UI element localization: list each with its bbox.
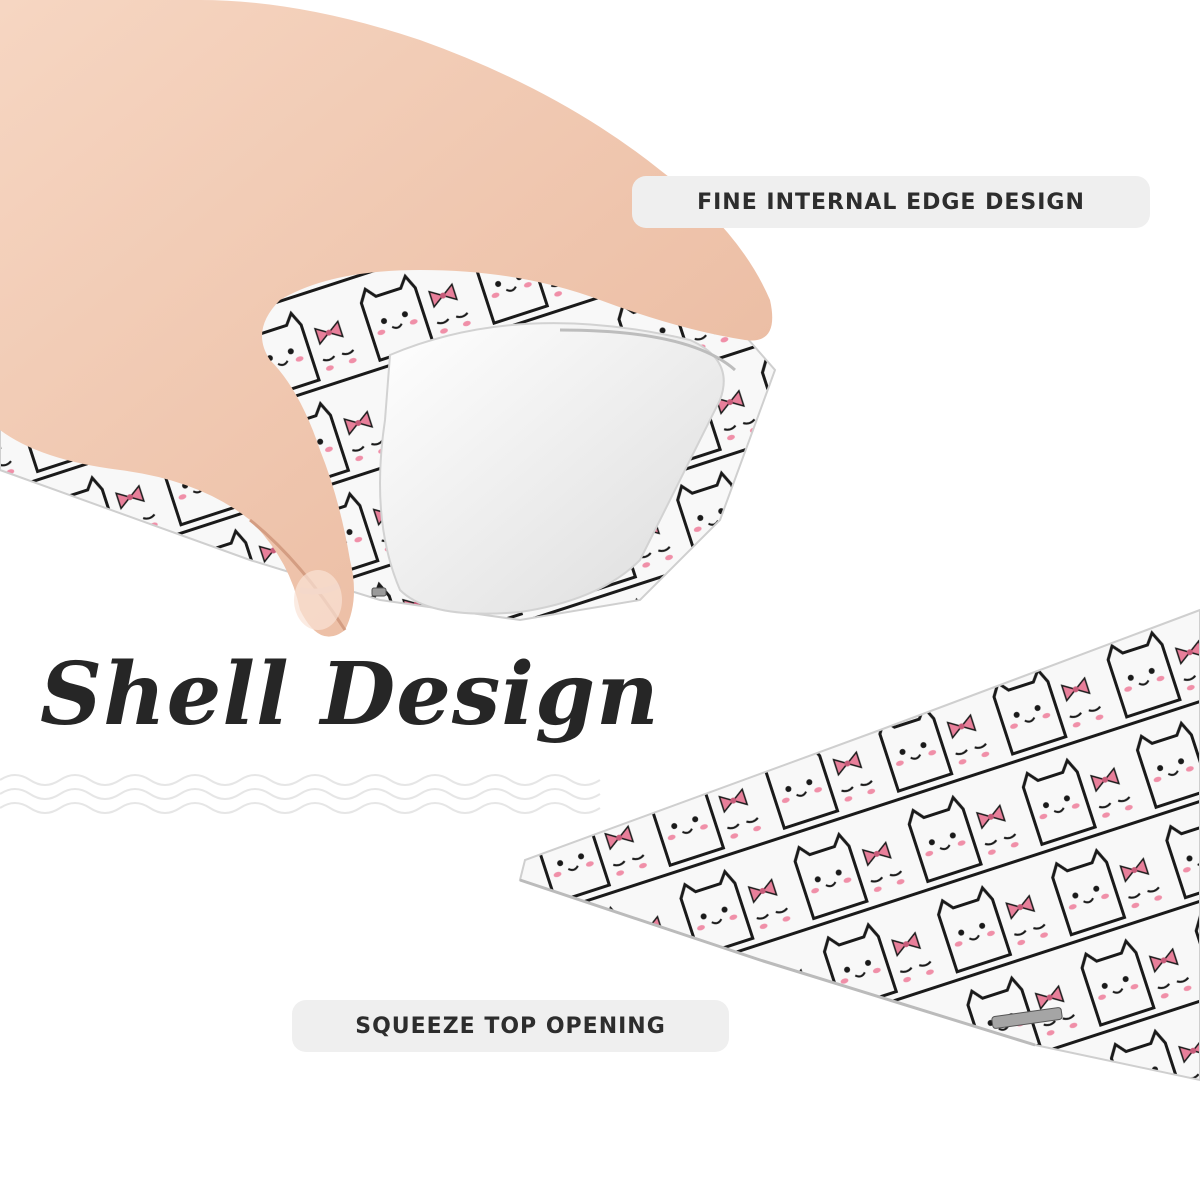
headline: Shell Design xyxy=(40,644,660,745)
callout-bottom: SQUEEZE TOP OPENING xyxy=(292,1000,729,1052)
callout-top-label: FINE INTERNAL EDGE DESIGN xyxy=(697,189,1085,215)
callout-bottom-label: SQUEEZE TOP OPENING xyxy=(355,1013,666,1039)
hand-icon xyxy=(0,0,773,637)
glasses-case-flat xyxy=(518,608,1200,1082)
callout-top: FINE INTERNAL EDGE DESIGN xyxy=(632,176,1150,228)
metal-clip-icon xyxy=(371,587,387,597)
wave-divider xyxy=(0,774,601,814)
